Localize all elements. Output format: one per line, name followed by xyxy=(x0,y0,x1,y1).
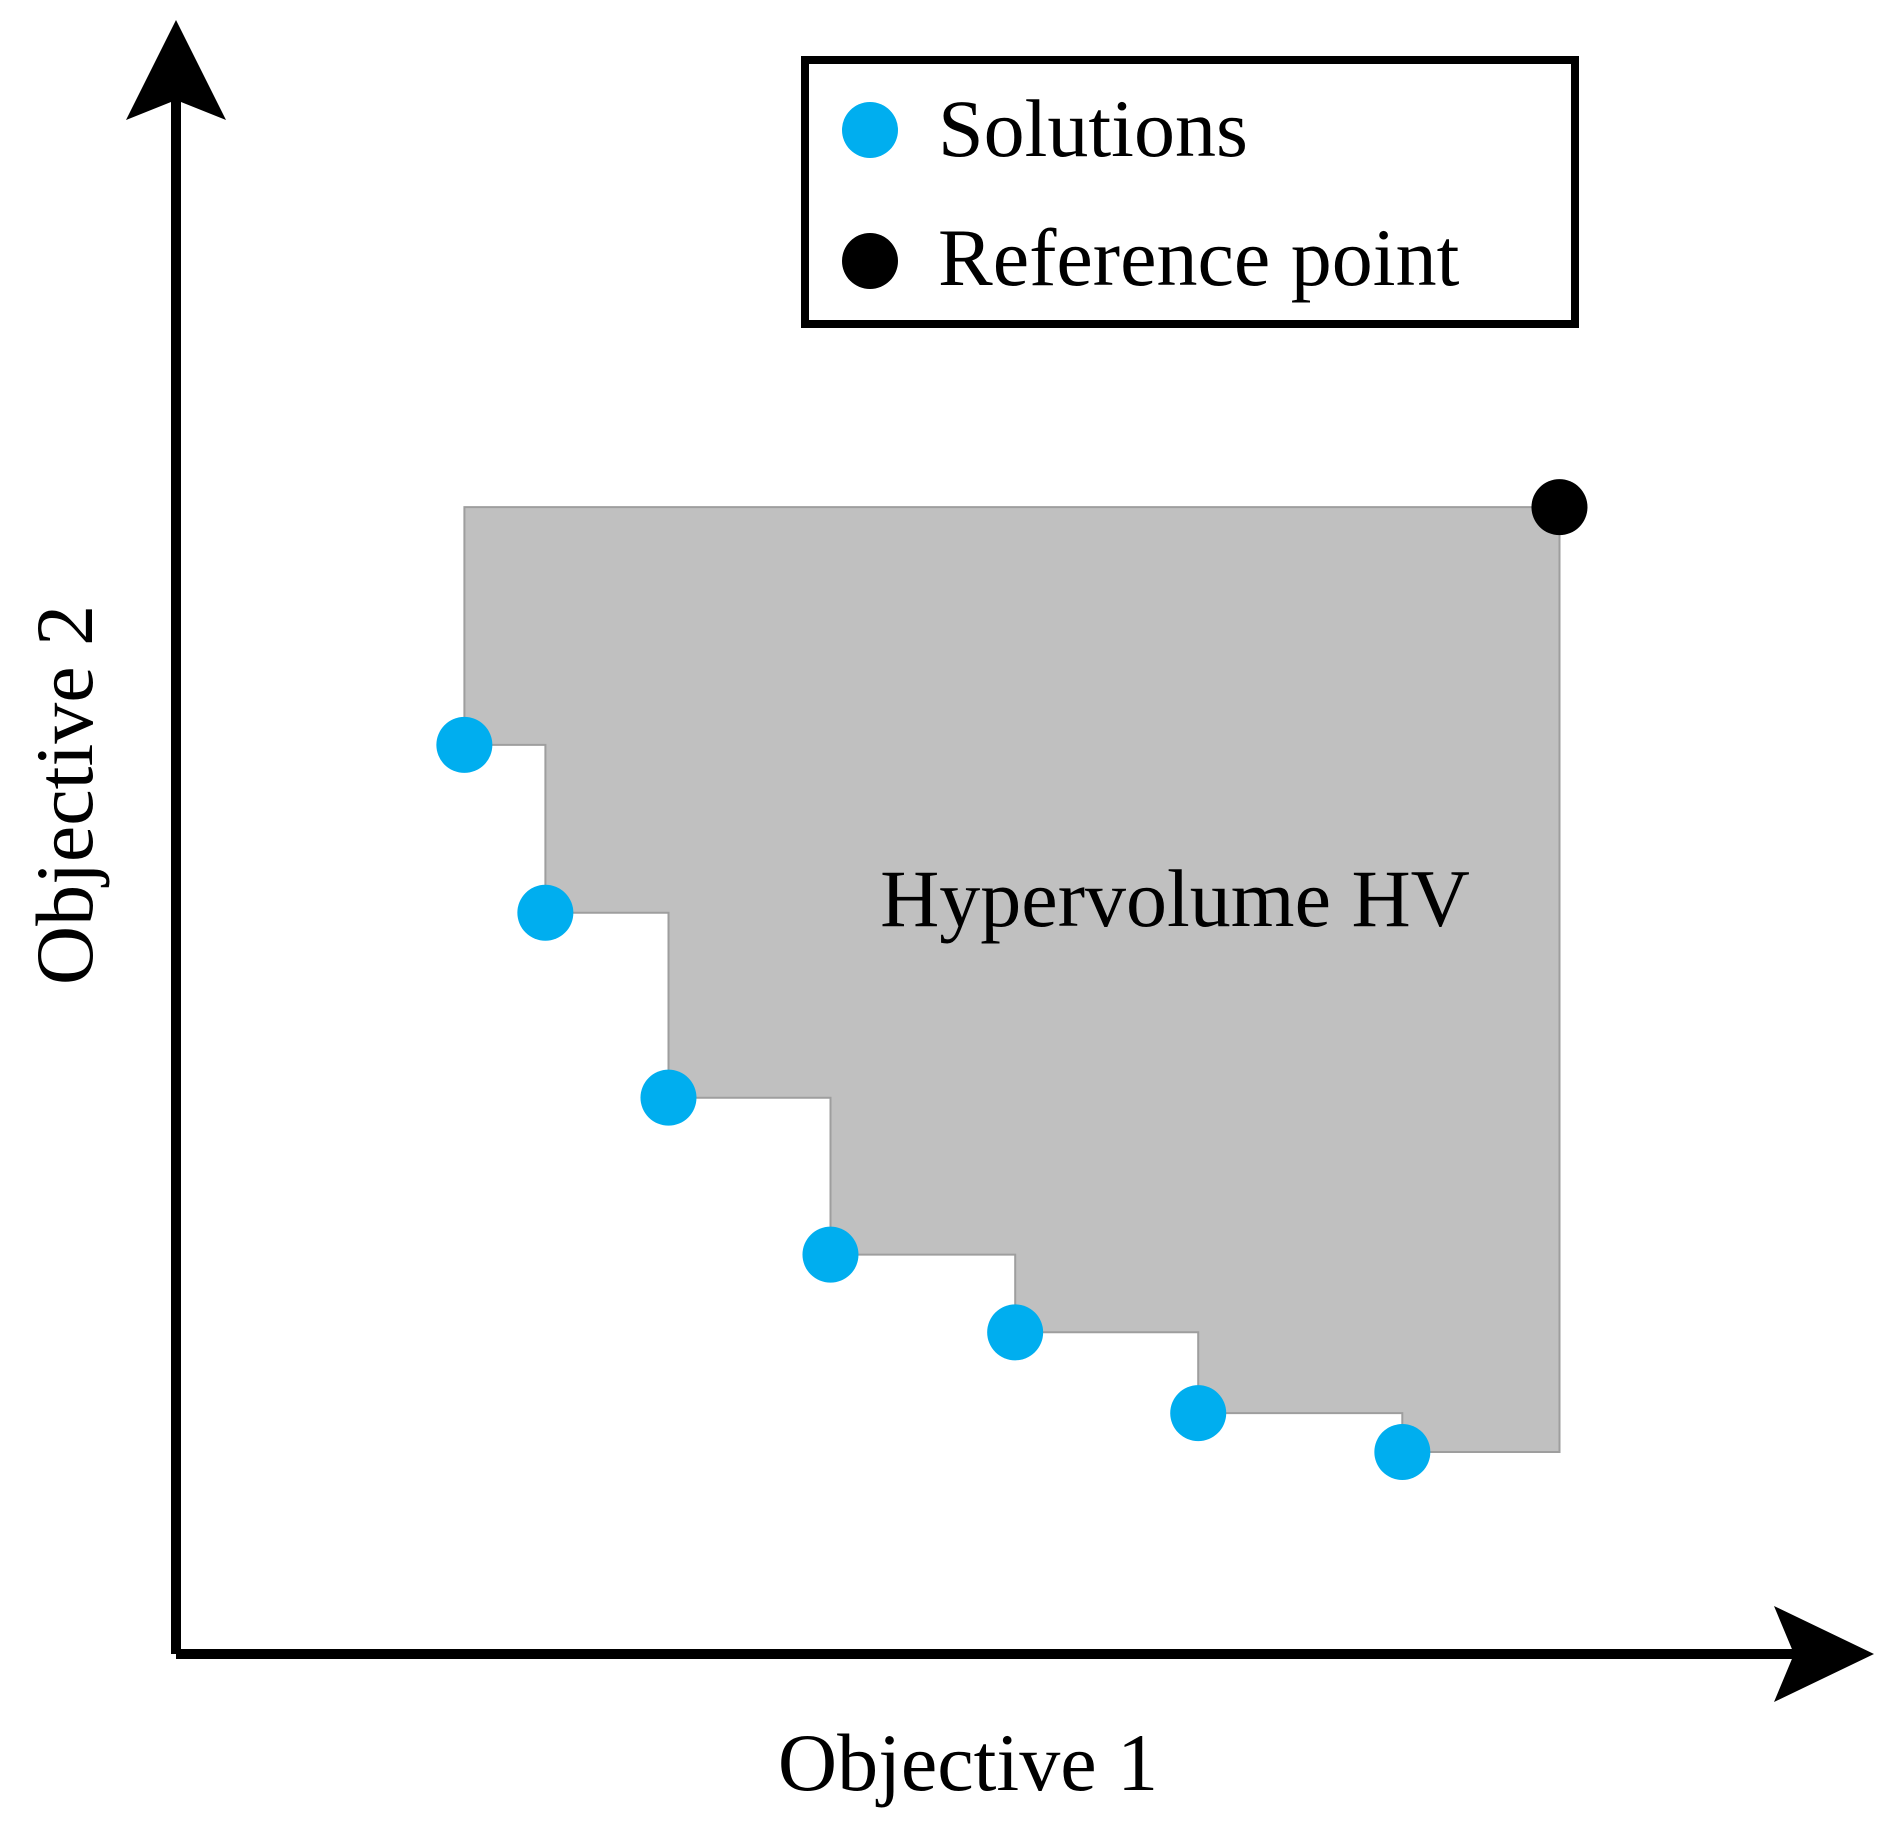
y-axis-label: Objective 2 xyxy=(19,605,110,985)
legend-reference-point-label: Reference point xyxy=(938,212,1460,303)
solution-point-5 xyxy=(987,1304,1044,1361)
solution-point-3 xyxy=(640,1069,697,1126)
hypervolume-region xyxy=(463,506,1561,1453)
x-axis-label: Objective 1 xyxy=(778,1717,1158,1808)
legend-box xyxy=(801,56,1579,328)
solution-point-2 xyxy=(517,884,574,941)
hypervolume-label: Hypervolume HV xyxy=(880,853,1470,944)
y-axis-arrow-icon xyxy=(126,20,226,120)
legend: Solutions Reference point xyxy=(801,56,1579,328)
x-axis-arrow-icon xyxy=(1774,1606,1874,1702)
solution-point-4 xyxy=(802,1226,859,1283)
legend-solutions-label: Solutions xyxy=(938,83,1248,174)
solution-point-6 xyxy=(1170,1385,1227,1442)
legend-solutions-marker xyxy=(842,102,898,158)
data-points xyxy=(436,479,1588,1480)
solution-point-1 xyxy=(436,716,493,773)
solution-point-7 xyxy=(1374,1423,1431,1480)
legend-reference-point-marker xyxy=(842,233,898,289)
reference-point xyxy=(1531,479,1588,536)
